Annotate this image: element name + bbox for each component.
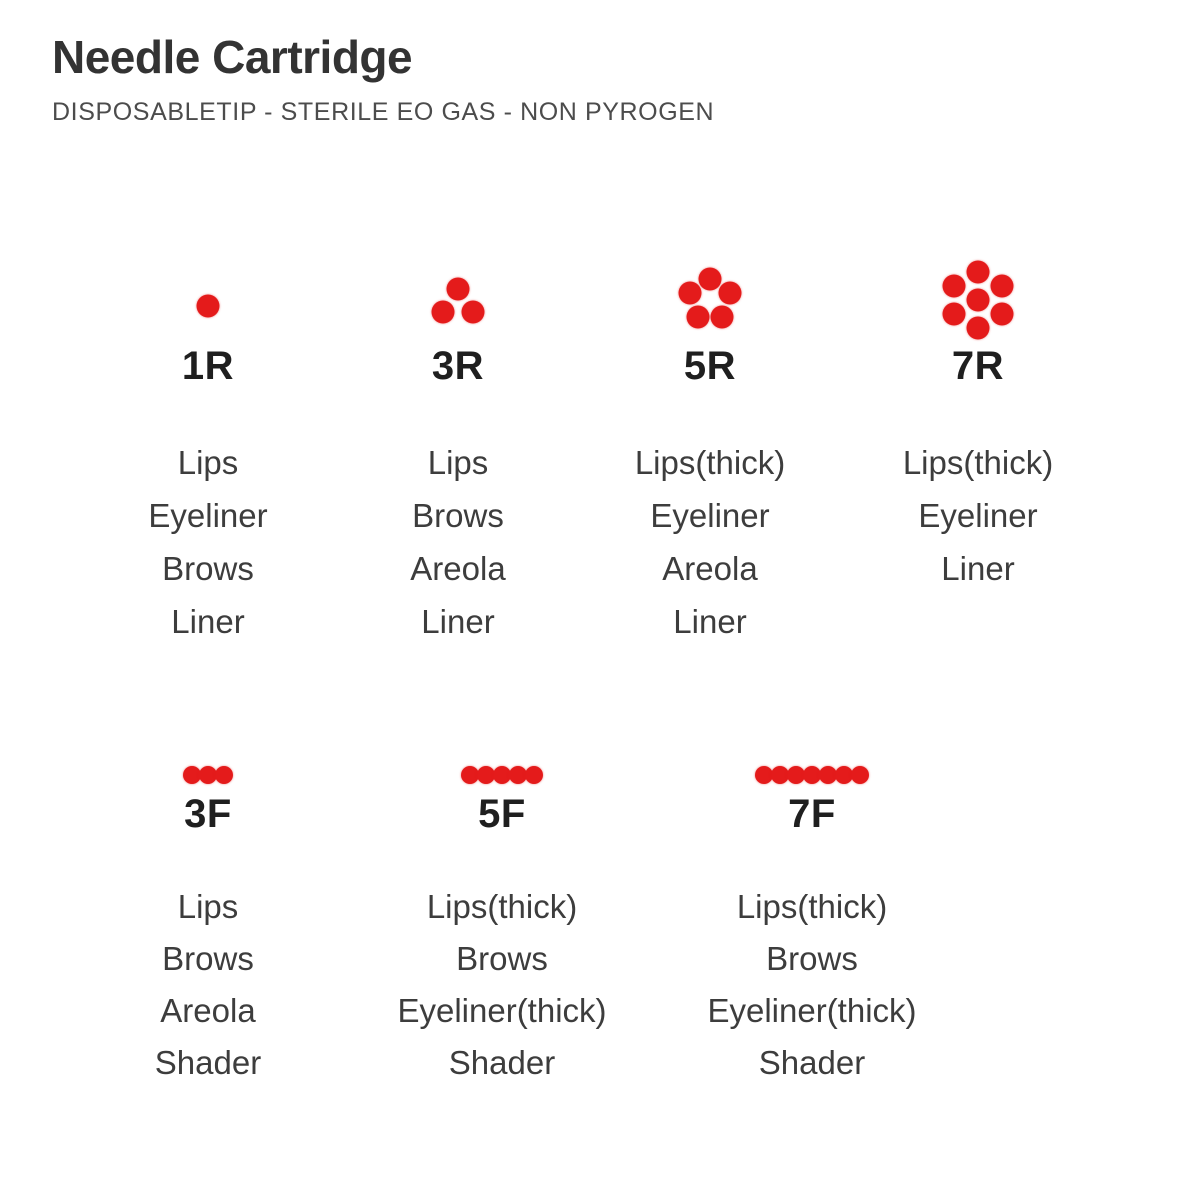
- needle-pattern-3R-icon: [308, 258, 608, 342]
- use-item: Shader: [758, 1044, 866, 1081]
- needle-dot: [493, 766, 511, 784]
- use-item: Eyeliner(thick): [707, 992, 917, 1029]
- needle-dot: [525, 766, 543, 784]
- use-item: Lips(thick): [902, 444, 1054, 481]
- cartridge-label: 3F: [184, 792, 232, 836]
- needle-dot: [803, 766, 821, 784]
- use-item: Lips: [427, 444, 489, 481]
- needle-dot: [966, 260, 990, 284]
- use-item: Lips(thick): [736, 888, 888, 925]
- use-item: Shader: [448, 1044, 556, 1081]
- needle-dot: [771, 766, 789, 784]
- use-item: Lips: [177, 444, 239, 481]
- needle-pattern-5F-icon: [352, 760, 652, 790]
- needle-dot: [196, 294, 220, 318]
- needle-dot: [215, 766, 233, 784]
- needle-pattern-5R-icon: [560, 258, 860, 342]
- needle-dot: [509, 766, 527, 784]
- needle-dot: [942, 302, 966, 326]
- use-item: Areola: [160, 992, 256, 1029]
- needle-pattern-3F-icon: [58, 760, 358, 790]
- needle-dot: [990, 302, 1014, 326]
- use-item: Eyeliner: [650, 497, 770, 534]
- needle-dot: [966, 288, 990, 312]
- needle-dot: [698, 267, 722, 291]
- needle-dot: [686, 305, 710, 329]
- use-item: Brows: [162, 940, 254, 977]
- use-item: Lips(thick): [634, 444, 786, 481]
- needle-dot: [851, 766, 869, 784]
- flat-needle-row: [352, 760, 652, 790]
- needle-dot: [678, 281, 702, 305]
- use-item: Liner: [171, 603, 245, 640]
- use-item: Liner: [673, 603, 747, 640]
- use-item: Eyeliner: [148, 497, 268, 534]
- use-item: Eyeliner(thick): [397, 992, 607, 1029]
- use-item: Lips(thick): [426, 888, 578, 925]
- cartridge-label: 3R: [431, 344, 485, 388]
- use-item: Brows: [412, 497, 504, 534]
- use-item: Brows: [162, 550, 254, 587]
- page-subtitle: DISPOSABLETIP - STERILE EO GAS - NON PYR…: [52, 97, 715, 126]
- needle-dot: [183, 766, 201, 784]
- flat-needle-row: [662, 760, 962, 790]
- needle-dot: [461, 766, 479, 784]
- needle-dot: [966, 316, 990, 340]
- use-item: Shader: [154, 1044, 262, 1081]
- use-item: Eyeliner: [918, 497, 1038, 534]
- needle-dot: [199, 766, 217, 784]
- needle-dot: [819, 766, 837, 784]
- use-item: Areola: [662, 550, 758, 587]
- needle-dot: [835, 766, 853, 784]
- needle-dot: [446, 277, 470, 301]
- use-item: Liner: [941, 550, 1015, 587]
- header: Needle Cartridge DISPOSABLETIP - STERILE…: [52, 32, 714, 127]
- needle-dot: [990, 274, 1014, 298]
- flat-needle-row: [58, 760, 358, 790]
- cartridge-label: 7R: [951, 344, 1005, 388]
- needle-pattern-1R-icon: [58, 258, 358, 342]
- cartridge-label: 7F: [788, 792, 836, 836]
- needle-dot: [431, 300, 455, 324]
- needle-dot: [787, 766, 805, 784]
- needle-dot: [477, 766, 495, 784]
- use-item: Brows: [766, 940, 858, 977]
- cartridge-label: 5F: [478, 792, 526, 836]
- page-title: Needle Cartridge: [52, 31, 413, 83]
- use-item: Lips: [177, 888, 239, 925]
- needle-pattern-7F-icon: [662, 760, 962, 790]
- needle-dot: [942, 274, 966, 298]
- needle-dot: [718, 281, 742, 305]
- use-item: Liner: [421, 603, 495, 640]
- needle-dot: [755, 766, 773, 784]
- use-item: Areola: [410, 550, 506, 587]
- cartridge-label: 1R: [181, 344, 235, 388]
- cartridge-label: 5R: [683, 344, 737, 388]
- needle-dot: [461, 300, 485, 324]
- needle-dot: [710, 305, 734, 329]
- use-item: Brows: [456, 940, 548, 977]
- needle-pattern-7R-icon: [828, 258, 1128, 342]
